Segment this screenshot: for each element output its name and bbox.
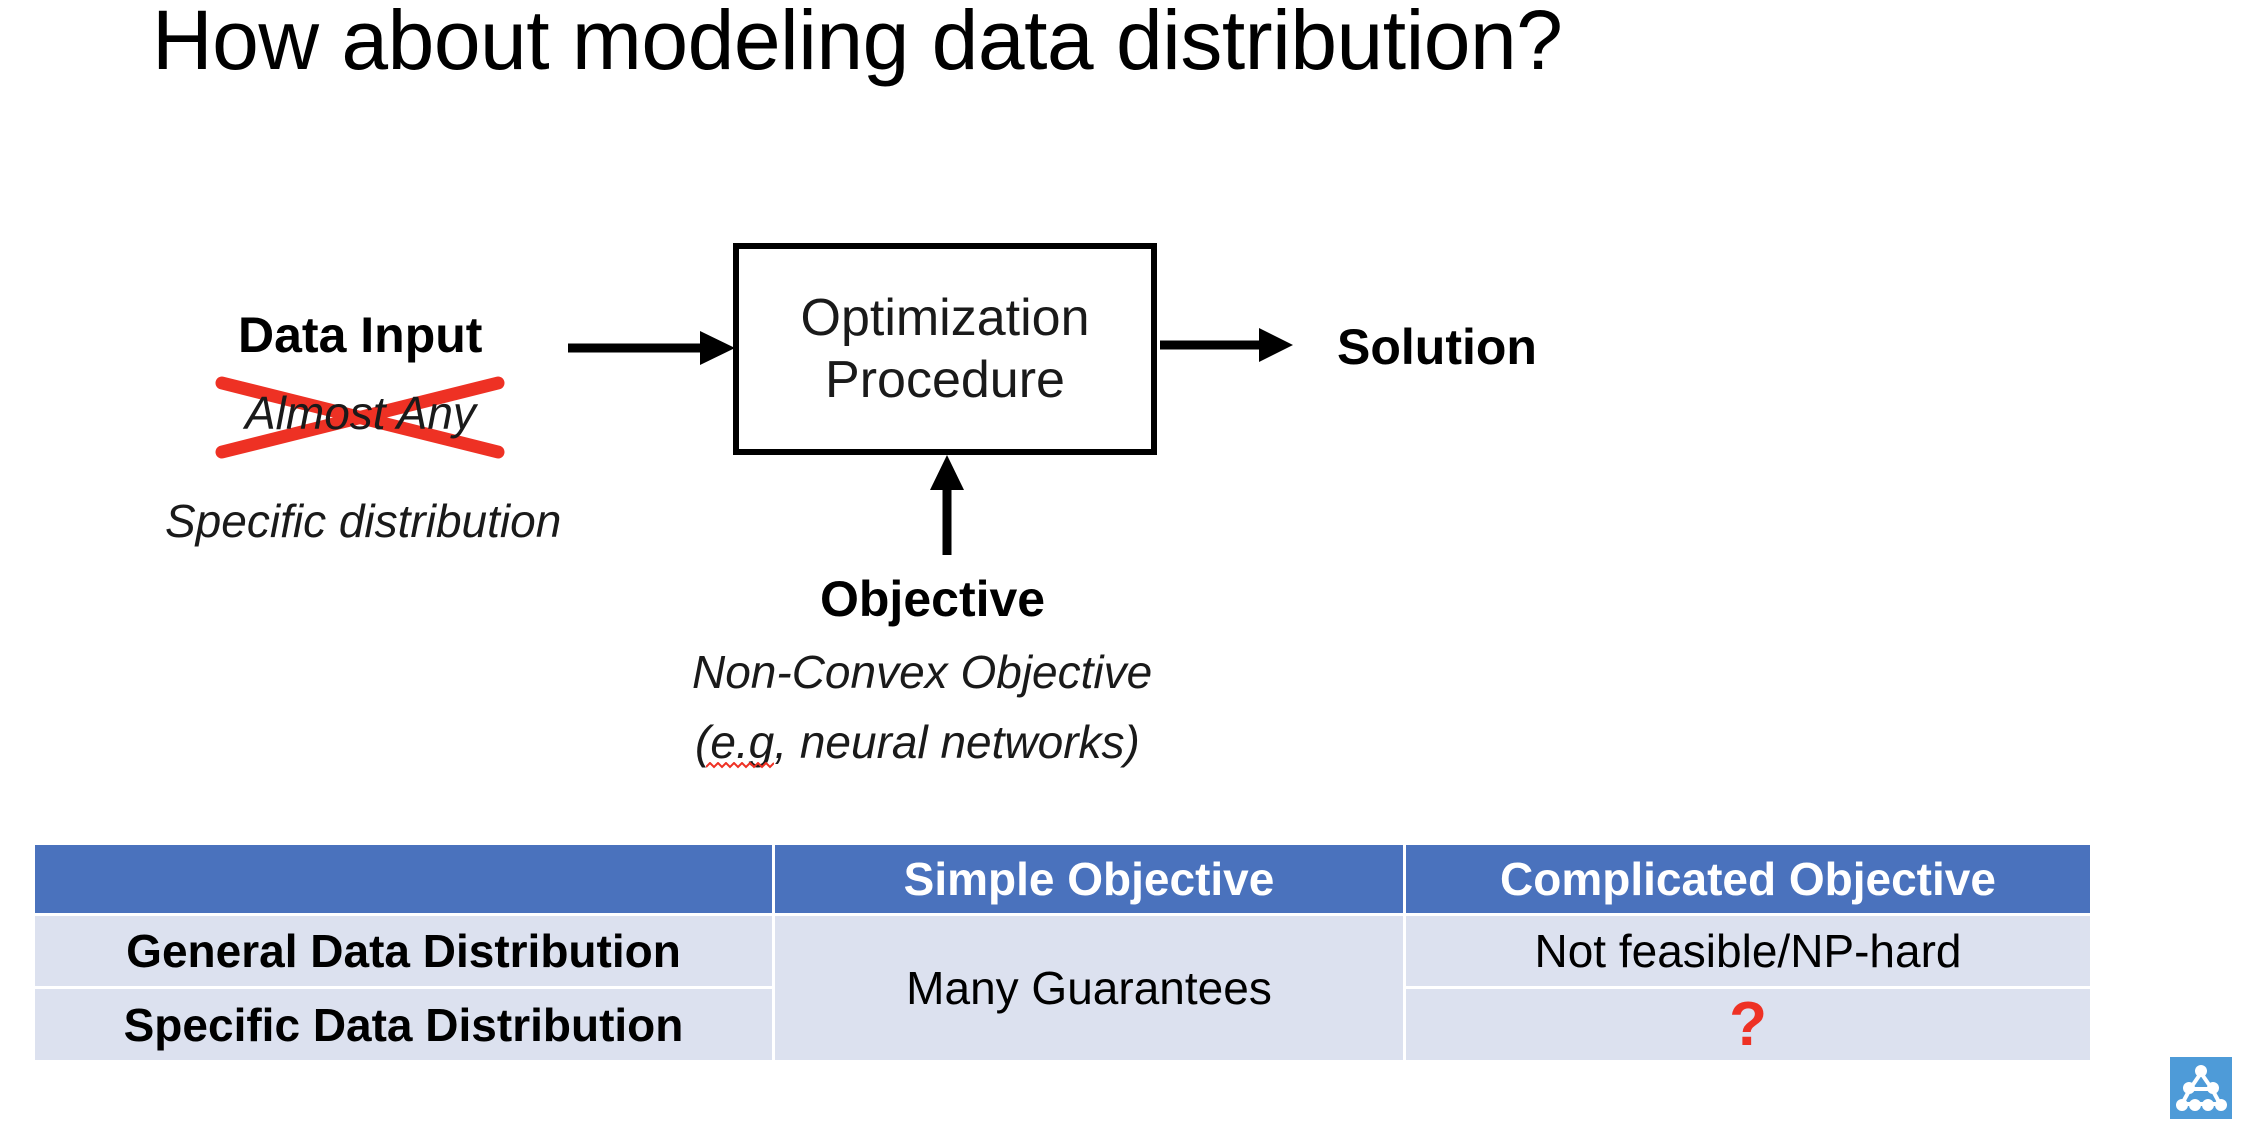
optimization-box-line-1: Optimization (800, 288, 1090, 347)
non-convex-objective-label: Non-Convex Objective (692, 646, 1153, 698)
cell-not-feasible-np-hard: Not feasible/NP-hard (1406, 916, 2090, 986)
neural-networks-example-label: (e.g, neural networks) (695, 716, 1140, 768)
table-row: General Data Distribution Many Guarantee… (35, 916, 2090, 1060)
objective-label: Objective (820, 571, 1046, 627)
spellcheck-squiggle-icon (706, 762, 774, 769)
arrow-box-to-solution (1160, 328, 1293, 362)
comparison-matrix-table: Simple Objective Complicated Objective G… (32, 842, 2093, 1063)
table-header-row: Simple Objective Complicated Objective (35, 845, 2090, 913)
optimization-procedure-box: Optimization Procedure (733, 243, 1157, 455)
table-row: Specific Data Distribution ? (35, 989, 2090, 1060)
row-header-specific-data-distribution: Specific Data Distribution (35, 989, 772, 1060)
optimization-box-line-2: Procedure (825, 351, 1065, 409)
table-header-simple-objective: Simple Objective (775, 845, 1403, 913)
row-header-general-data-distribution: General Data Distribution (35, 916, 772, 986)
network-triangle-logo (2170, 1057, 2232, 1119)
almost-any-label: Almost Any (245, 387, 476, 439)
table-header-complicated-objective: Complicated Objective (1406, 845, 2090, 913)
arrow-objective-to-box (930, 455, 964, 555)
solution-label: Solution (1337, 319, 1537, 375)
data-input-label: Data Input (238, 307, 483, 363)
flow-diagram: Data Input Almost Any Specific distribut… (165, 243, 1537, 769)
arrow-data-input-to-box (568, 331, 735, 365)
table-header-blank (35, 845, 772, 913)
network-triangle-logo-icon (2176, 1065, 2227, 1111)
specific-distribution-label: Specific distribution (165, 495, 562, 547)
cell-many-guarantees: Many Guarantees (775, 916, 1403, 1060)
page-title: How about modeling data distribution? (152, 0, 1563, 87)
cell-question-mark: ? (1406, 989, 2090, 1060)
